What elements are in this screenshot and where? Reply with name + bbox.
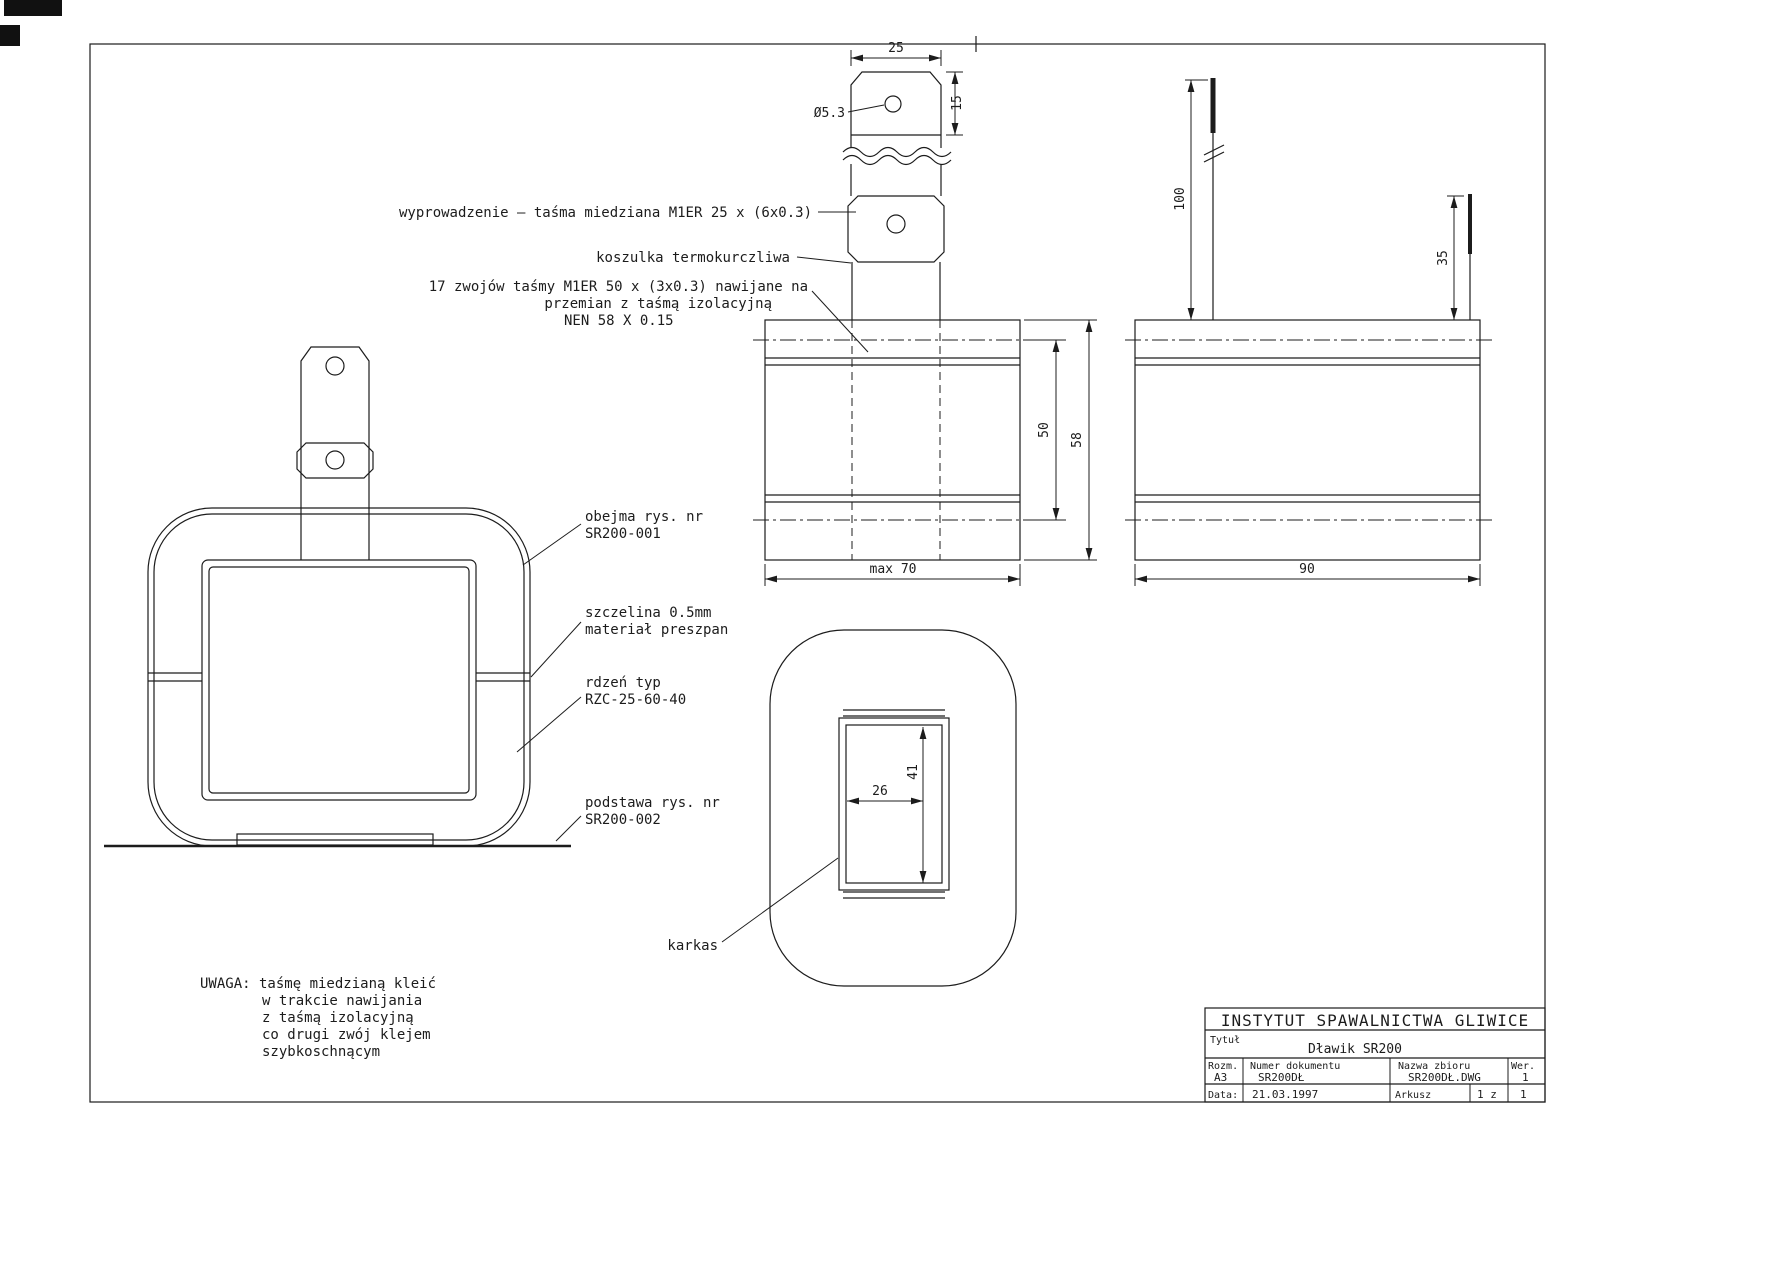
note-line-3: z taśmą izolacyjną (262, 1010, 414, 1026)
dim-25: 25 (888, 41, 904, 56)
date-value: 21.03.1997 (1252, 1088, 1318, 1101)
dim-hole-dia: Ø5.3 (814, 106, 845, 121)
doc-number-label: Numer dokumentu (1250, 1061, 1340, 1072)
label-base-1: podstawa rys. nr (585, 795, 720, 811)
front-view (104, 346, 571, 848)
institute-name: INSTYTUT SPAWALNICTWA GLIWICE (1221, 1011, 1529, 1030)
file-name-value: SR200DŁ.DWG (1408, 1071, 1481, 1084)
size-value: A3 (1214, 1071, 1227, 1084)
dim-15: 15 (950, 95, 965, 111)
scan-artifacts (0, 0, 62, 46)
label-winding-3: NEN 58 X 0.15 (564, 313, 674, 329)
dim-50: 50 (1037, 422, 1052, 438)
side-view (753, 71, 1032, 561)
border-frame (89, 36, 1546, 1103)
sheet-total-value: 1 (1520, 1088, 1527, 1101)
file-name-label: Nazwa zbioru (1398, 1061, 1470, 1072)
drawing-title: Dławik SR200 (1308, 1042, 1402, 1057)
side-view-dimensions (764, 50, 1097, 586)
size-label: Rozm. (1208, 1061, 1238, 1072)
label-base-2: SR200-002 (585, 812, 661, 828)
dim-max-70: max 70 (870, 562, 917, 577)
note-line-5: szybkoschnącym (262, 1044, 380, 1060)
label-winding-1: 17 zwojów taśmy M1ER 50 x (3x0.3) nawija… (429, 279, 808, 295)
date-label: Data: (1208, 1090, 1238, 1101)
title-block (1204, 1007, 1546, 1103)
note-line-1: UWAGA: taśmę miedzianą kleić (200, 976, 436, 992)
note-line-2: w trakcie nawijania (262, 993, 422, 1009)
note-line-4: co drugi zwój klejem (262, 1027, 431, 1043)
dim-35: 35 (1436, 250, 1451, 266)
doc-number-value: SR200DŁ (1258, 1071, 1305, 1084)
label-winding-2: przemian z taśmą izolacyjną (544, 296, 772, 312)
title-block-texts: INSTYTUT SPAWALNICTWA GLIWICE Tytuł Dław… (1208, 1011, 1535, 1101)
label-core-1: rdzeń typ (585, 675, 661, 691)
annotation-leaders (796, 211, 869, 353)
right-view (1125, 78, 1492, 561)
dim-26: 26 (872, 784, 888, 799)
label-clamp-2: SR200-001 (585, 526, 661, 542)
front-view-leaders (516, 523, 582, 842)
annotation-texts: wyprowadzenie – taśma miedziana M1ER 25 … (200, 205, 812, 1060)
top-view-dimensions (721, 727, 927, 943)
label-lead-out: wyprowadzenie – taśma miedziana M1ER 25 … (399, 205, 812, 221)
dimension-texts: 25 15 Ø5.3 50 58 max 70 100 35 90 26 41 (814, 41, 1451, 799)
sheet-of-value: 1 z (1477, 1088, 1497, 1101)
label-gap-1: szczelina 0.5mm (585, 605, 711, 621)
title-label: Tytuł (1210, 1035, 1240, 1046)
label-bobbin: karkas (667, 938, 718, 954)
top-view (769, 629, 1017, 987)
dim-58: 58 (1070, 432, 1085, 448)
label-gap-2: materiał preszpan (585, 622, 728, 638)
dim-41: 41 (906, 764, 921, 780)
label-sleeve: koszulka termokurczliwa (596, 250, 790, 266)
dim-90: 90 (1299, 562, 1315, 577)
dim-100: 100 (1173, 187, 1188, 210)
sheet-label: Arkusz (1395, 1090, 1431, 1101)
right-view-dimensions (1134, 79, 1481, 586)
label-clamp-1: obejma rys. nr (585, 509, 703, 525)
version-label: Wer. (1511, 1061, 1535, 1072)
version-value: 1 (1522, 1071, 1529, 1084)
label-core-2: RZC-25-60-40 (585, 692, 686, 708)
